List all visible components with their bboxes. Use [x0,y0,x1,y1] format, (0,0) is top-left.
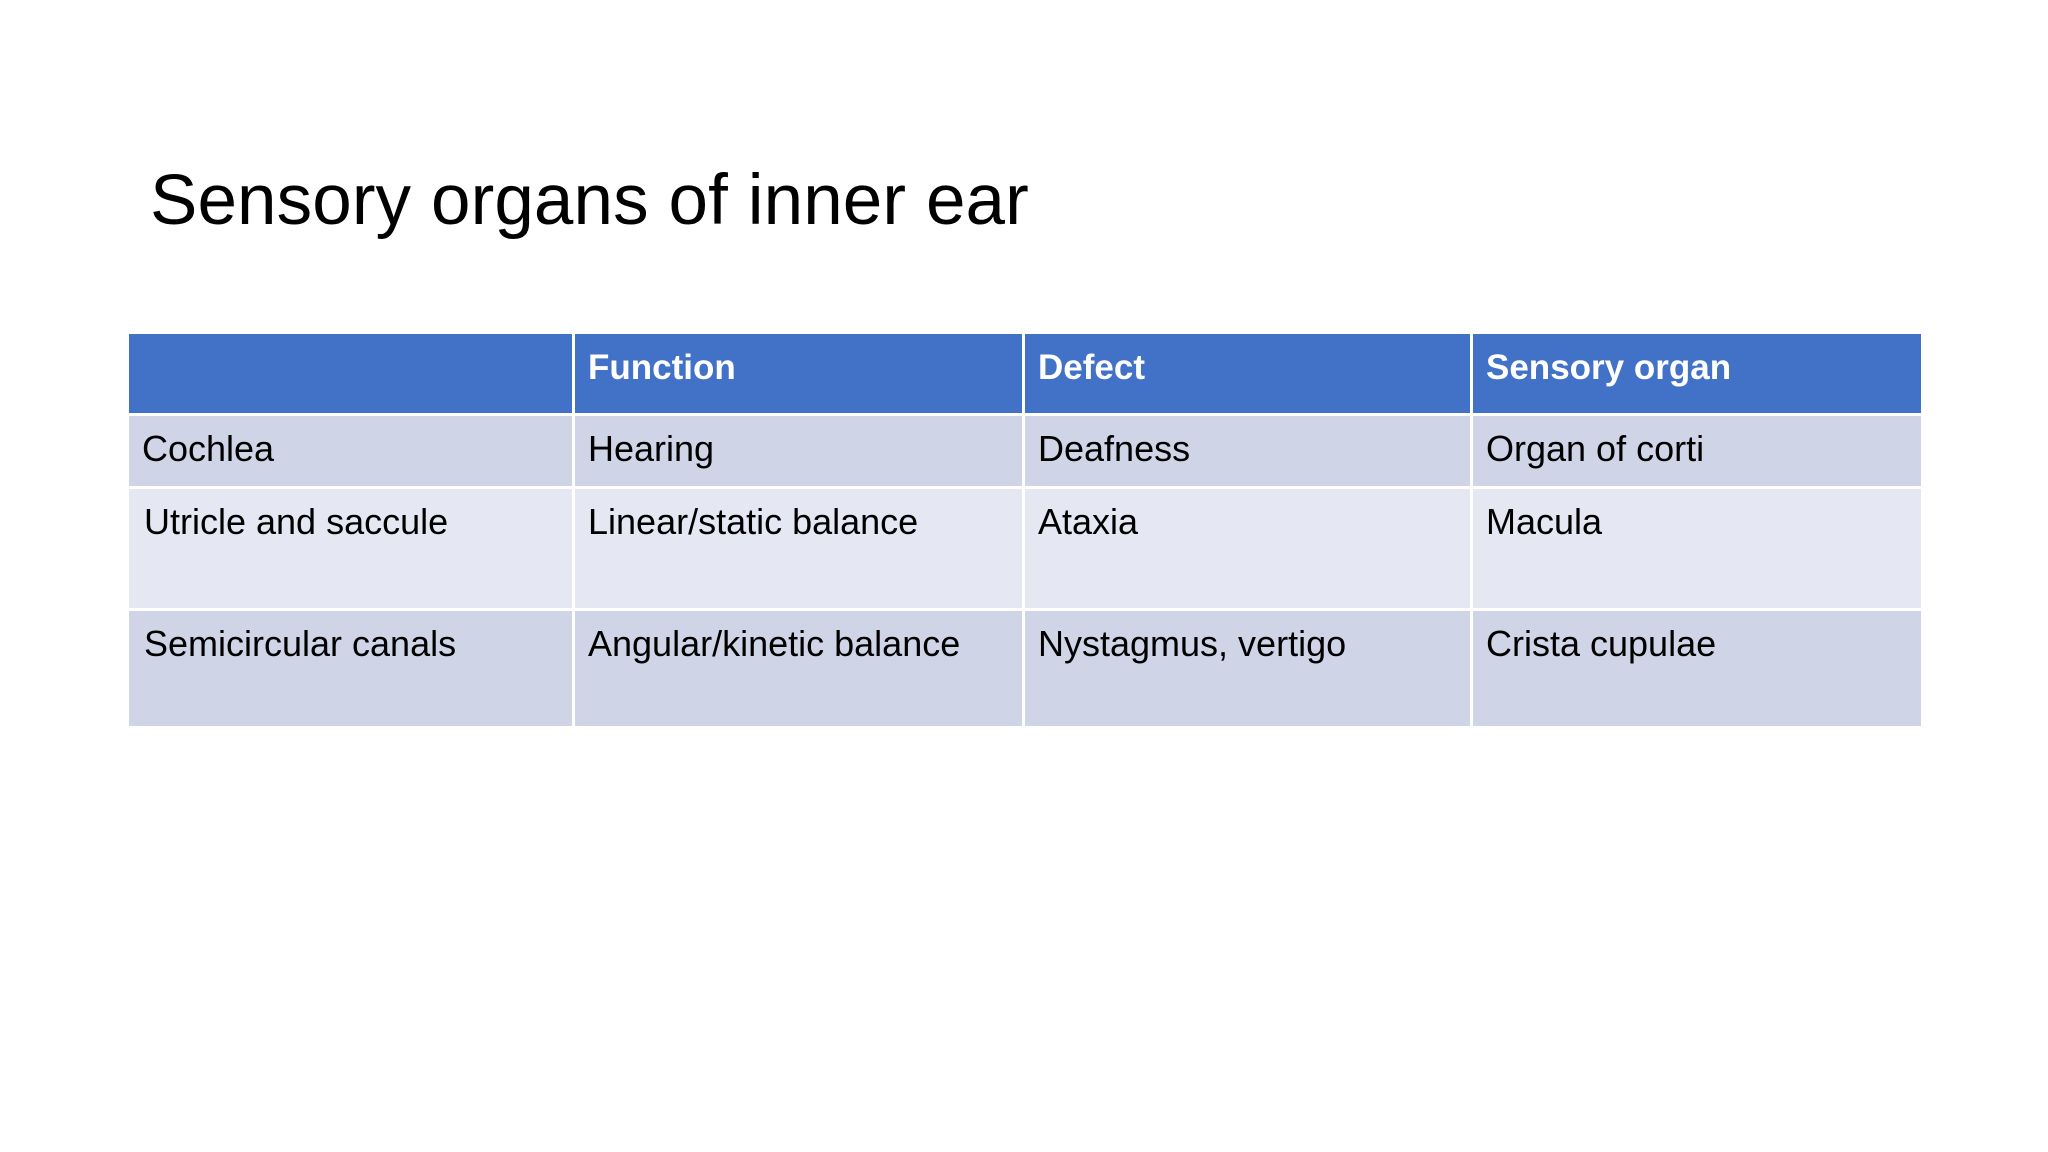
table-body: Cochlea Hearing Deafness Organ of corti … [129,416,1921,726]
cell-sensory-organ: Macula [1473,486,1921,608]
cell-function: Angular/kinetic balance [575,608,1025,726]
cell-organ: Utricle and saccule [129,486,575,608]
page-title: Sensory organs of inner ear [150,160,1029,240]
cell-sensory-organ: Organ of corti [1486,428,1705,469]
sensory-organs-table: Function Defect Sensory organ Cochlea He… [129,334,1921,726]
cell-sensory-organ: Crista cupulae [1473,608,1921,726]
table-row: Cochlea Hearing Deafness Organ of corti [129,416,1921,486]
column-header-function: Function [575,334,1025,416]
cell-defect: Ataxia [1025,486,1473,608]
cell-defect: Deafness [1025,416,1473,486]
table-row: Semicircular canals Angular/kinetic bala… [129,608,1921,726]
column-header-sensory-organ: Sensory organ [1473,334,1921,416]
table-row: Utricle and saccule Linear/static balanc… [129,486,1921,608]
cell-function: Linear/static balance [575,486,1025,608]
column-header-defect: Defect [1025,334,1473,416]
cell-organ: Cochlea [129,416,575,486]
cell-function: Hearing [575,416,1025,486]
column-header-organ [129,334,575,416]
cell-organ: Semicircular canals [129,608,575,726]
table-header-row: Function Defect Sensory organ [129,334,1921,416]
table-header: Function Defect Sensory organ [129,334,1921,416]
cell-defect: Nystagmus, vertigo [1025,608,1473,726]
